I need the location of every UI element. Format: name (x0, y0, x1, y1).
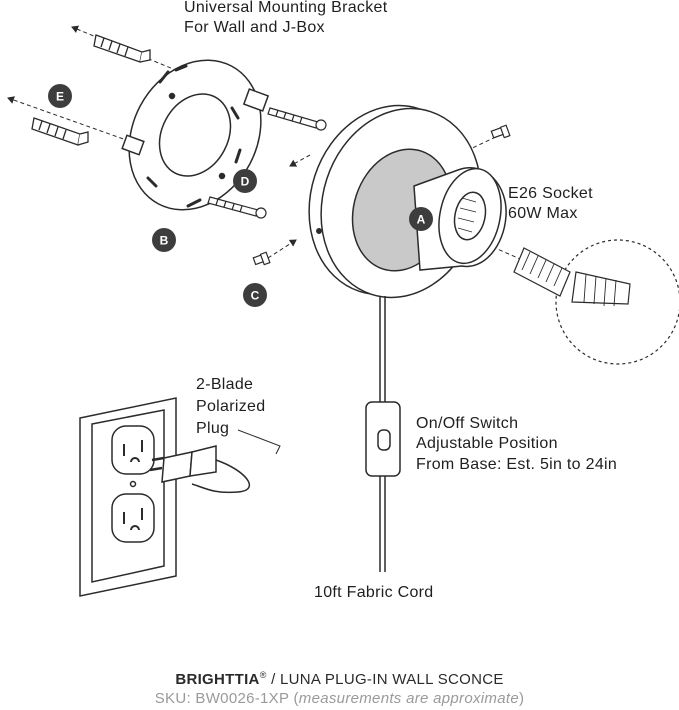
bracket-label-line1: Universal Mounting Bracket (184, 0, 388, 16)
set-screw-c (252, 251, 271, 266)
bracket-label-line2: For Wall and J-Box (184, 19, 325, 36)
badge-c-letter: C (251, 289, 260, 303)
plug-label-line3: Plug (196, 420, 230, 437)
wall-anchor-lower (31, 117, 89, 146)
badge-b-letter: B (160, 234, 169, 248)
bracket-screw-upper (267, 107, 327, 131)
polarized-plug (149, 429, 281, 494)
badge-d: D (233, 169, 257, 193)
cord-label: 10ft Fabric Cord (314, 584, 434, 601)
switch-label-line2: Adjustable Position (416, 435, 558, 452)
wall-anchor-upper (93, 34, 151, 63)
badge-e-letter: E (56, 90, 64, 104)
sku-line: SKU: BW0026-1XP (measurements are approx… (0, 690, 679, 707)
e26-socket (413, 167, 507, 271)
bracket-screw-d (207, 196, 267, 219)
product-title: BRIGHTTIA® / LUNA PLUG-IN WALL SCONCE (0, 670, 679, 688)
badge-b: B (152, 228, 176, 252)
mounting-bracket (121, 59, 270, 211)
socket-label-line2: 60W Max (508, 205, 578, 222)
switch-label-line3: From Base: Est. 5in to 24in (416, 456, 618, 473)
badge-a: A (409, 207, 433, 231)
measurement-note: measurements are approximate (298, 690, 519, 707)
socket-label-line1: E26 Socket (508, 185, 593, 202)
set-screw-top (490, 124, 511, 139)
product-name: / LUNA PLUG-IN WALL SCONCE (266, 671, 504, 688)
badge-c: C (243, 283, 267, 307)
registered-mark: ® (259, 670, 267, 680)
fabric-cord (379, 296, 386, 572)
inline-switch (365, 401, 401, 477)
sku-close-paren: ) (518, 690, 525, 707)
badge-a-letter: A (417, 213, 426, 227)
brand-name: BRIGHTTIA (175, 671, 260, 688)
badge-d-letter: D (241, 175, 250, 189)
plug-label-line2: Polarized (196, 398, 266, 415)
wall-outlet (79, 397, 177, 597)
switch-label-line1: On/Off Switch (416, 415, 519, 432)
sku-text: SKU: BW0026-1XP ( (154, 690, 299, 707)
threaded-pipe-detail (513, 239, 679, 365)
badge-e: E (48, 84, 72, 108)
plug-label-line1: 2-Blade (196, 376, 254, 393)
